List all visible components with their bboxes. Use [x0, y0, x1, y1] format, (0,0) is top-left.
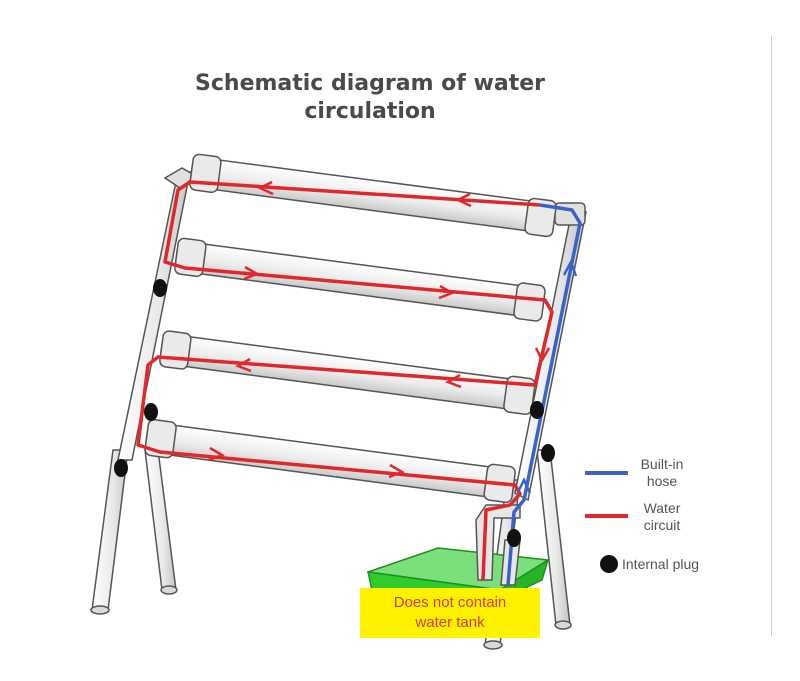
arrow-row3-a — [235, 357, 252, 373]
page-title: Schematic diagram of water circulation — [150, 70, 590, 126]
left-frame-column — [117, 167, 198, 461]
back-left-leg — [144, 449, 177, 591]
internal-plugs — [114, 279, 555, 547]
pipe-row-4 — [144, 418, 516, 504]
title-line-1: Schematic diagram of water — [195, 71, 545, 96]
legend-water-label: Water circuit — [643, 500, 681, 533]
plug-3 — [114, 459, 128, 477]
arrow-row1-a — [257, 180, 274, 196]
built-in-hose-arrows — [516, 258, 578, 494]
arrow-hose-up — [562, 258, 578, 277]
plug-5 — [541, 444, 555, 462]
title-line-2: circulation — [304, 99, 436, 124]
right-divider — [771, 36, 772, 636]
plug-6 — [507, 529, 521, 547]
legend — [585, 471, 628, 573]
arrow-row3-b — [445, 373, 462, 389]
arrow-row4-b — [388, 463, 405, 479]
legend-plug-dot — [600, 555, 618, 573]
arrow-row1-b — [455, 192, 472, 208]
arrow-row4-a — [208, 446, 225, 462]
growing-pipes — [144, 153, 557, 504]
arrow-right-down — [534, 347, 551, 363]
plug-4 — [530, 401, 544, 419]
arrow-row2-a — [243, 265, 260, 281]
pipe-row-2 — [174, 237, 546, 322]
legend-plug-label: Internal plug — [622, 556, 700, 572]
arrow-row2-b — [438, 284, 455, 300]
back-right-leg — [536, 449, 571, 626]
water-circuit-path — [136, 180, 554, 581]
plug-1 — [153, 279, 167, 297]
tank-note: Does not contain water tank — [360, 588, 540, 638]
arrow-hose-low — [516, 477, 532, 494]
water-circuit-arrows — [208, 180, 551, 479]
legend-hose-label: Built-in hose — [640, 456, 684, 489]
built-in-hose-path — [506, 203, 582, 586]
plug-2 — [144, 403, 158, 421]
